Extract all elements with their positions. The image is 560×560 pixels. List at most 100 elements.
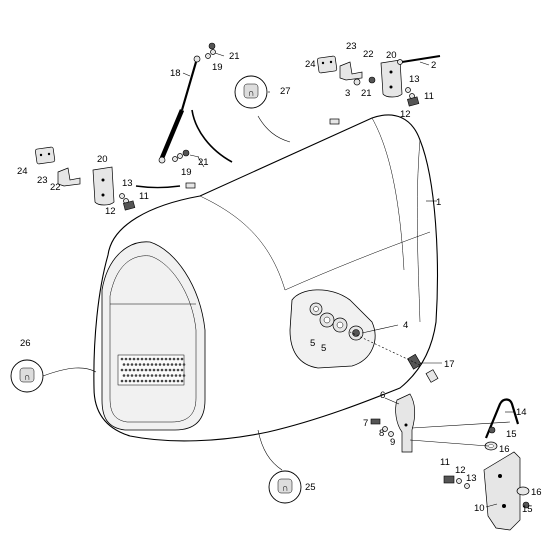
grille-hole (148, 368, 152, 372)
leader-lines (182, 52, 515, 508)
grille-hole (160, 357, 164, 361)
grille-hole (164, 357, 168, 361)
callout-25: 25 (305, 482, 316, 493)
callout-19a: 19 (212, 62, 223, 73)
grille-hole (132, 368, 136, 372)
callout-12b: 12 (105, 206, 116, 217)
grille-hole (160, 379, 164, 383)
callout-9: 9 (390, 437, 395, 448)
callout-1: 1 (436, 197, 441, 208)
grille-hole (128, 379, 132, 383)
grille-hole (182, 374, 186, 377)
callout-3: 3 (345, 88, 350, 99)
grille-hole (178, 374, 182, 377)
callout-13a: 13 (409, 74, 420, 85)
callout-6: 6 (380, 390, 385, 401)
grille-hole (132, 379, 136, 383)
grille-hole (128, 357, 132, 361)
callout-8: 8 (379, 428, 384, 439)
grille-hole (126, 363, 130, 366)
grille-hole (140, 368, 144, 372)
callout-11c: 11 (440, 457, 450, 468)
grille-hole (140, 357, 144, 361)
callout-12a: 12 (400, 109, 411, 120)
callout-22b: 22 (50, 182, 61, 193)
grille-hole (160, 368, 164, 372)
callout-13b: 13 (122, 178, 133, 189)
callout-21a: 21 (229, 51, 240, 62)
grille-hole (164, 379, 168, 383)
grille-hole (130, 363, 134, 366)
grille-hole (120, 368, 124, 372)
grille-hole (172, 379, 176, 383)
grille-hole (152, 357, 156, 361)
grille-hole (162, 374, 166, 377)
detail-badge-25: ∩ (268, 470, 302, 504)
callout-23a: 23 (346, 41, 357, 52)
grille-hole (124, 379, 128, 383)
callout-13c: 13 (466, 473, 477, 484)
callout-5b: 5 (321, 343, 326, 354)
grille-hole (180, 357, 184, 361)
grille-hole (172, 357, 176, 361)
grille-hole (170, 374, 174, 377)
callout-21c: 21 (198, 157, 209, 168)
grille-hole (138, 363, 142, 366)
callout-24a: 24 (305, 59, 316, 70)
grille-hole (156, 379, 160, 383)
grille-hole (128, 368, 132, 372)
callout-21b: 21 (361, 88, 372, 99)
svg-text:∩: ∩ (282, 483, 289, 494)
grille-hole (148, 357, 152, 361)
grille-hole (146, 363, 150, 366)
grille-hole (182, 363, 186, 366)
grille-hole (158, 374, 162, 377)
hinge-group-right (317, 55, 441, 107)
mount-bracket (443, 451, 530, 531)
detail-badge-27: ∩ (234, 75, 268, 109)
grille-hole (168, 368, 172, 372)
grille-hole (150, 374, 154, 377)
callout-24b: 24 (17, 166, 28, 177)
grille-hole (164, 368, 168, 372)
hinge-group-left (35, 146, 136, 211)
grille-hole (166, 363, 170, 366)
grille-hole (138, 374, 142, 377)
grille-hole (154, 363, 158, 366)
grille-hole (142, 374, 146, 377)
connector-lines (42, 109, 511, 471)
detail-badge-26: ∩ (10, 359, 44, 393)
callout-19b: 19 (181, 167, 192, 178)
grille-hole (144, 368, 148, 372)
callout-15a: 15 (506, 429, 517, 440)
grille-hole (136, 368, 140, 372)
callout-12c: 12 (455, 465, 466, 476)
grille-hole (176, 357, 180, 361)
callout-10: 10 (474, 503, 485, 514)
grille-hole (150, 363, 154, 366)
grille-hole (144, 379, 148, 383)
callout-15b: 15 (522, 504, 533, 515)
grille-hole (142, 363, 146, 366)
callout-11b: 11 (139, 191, 149, 202)
grille-hole (122, 363, 126, 366)
svg-text:∩: ∩ (24, 372, 31, 383)
grille-hole (120, 357, 124, 361)
grille-hole (168, 357, 172, 361)
grille-hole (134, 363, 138, 366)
grille-hole (156, 368, 160, 372)
grille-hole (162, 363, 166, 366)
callout-14: 14 (516, 407, 527, 418)
callout-22a: 22 (363, 49, 374, 60)
grille-hole (136, 357, 140, 361)
grille-hole (154, 374, 158, 377)
grille-hole (152, 368, 156, 372)
grille-hole (124, 368, 128, 372)
callout-5a: 5 (310, 338, 315, 349)
engine-cowling (93, 114, 438, 442)
grille-hole (140, 379, 144, 383)
callout-18: 18 (170, 68, 181, 79)
grille-hole (144, 357, 148, 361)
